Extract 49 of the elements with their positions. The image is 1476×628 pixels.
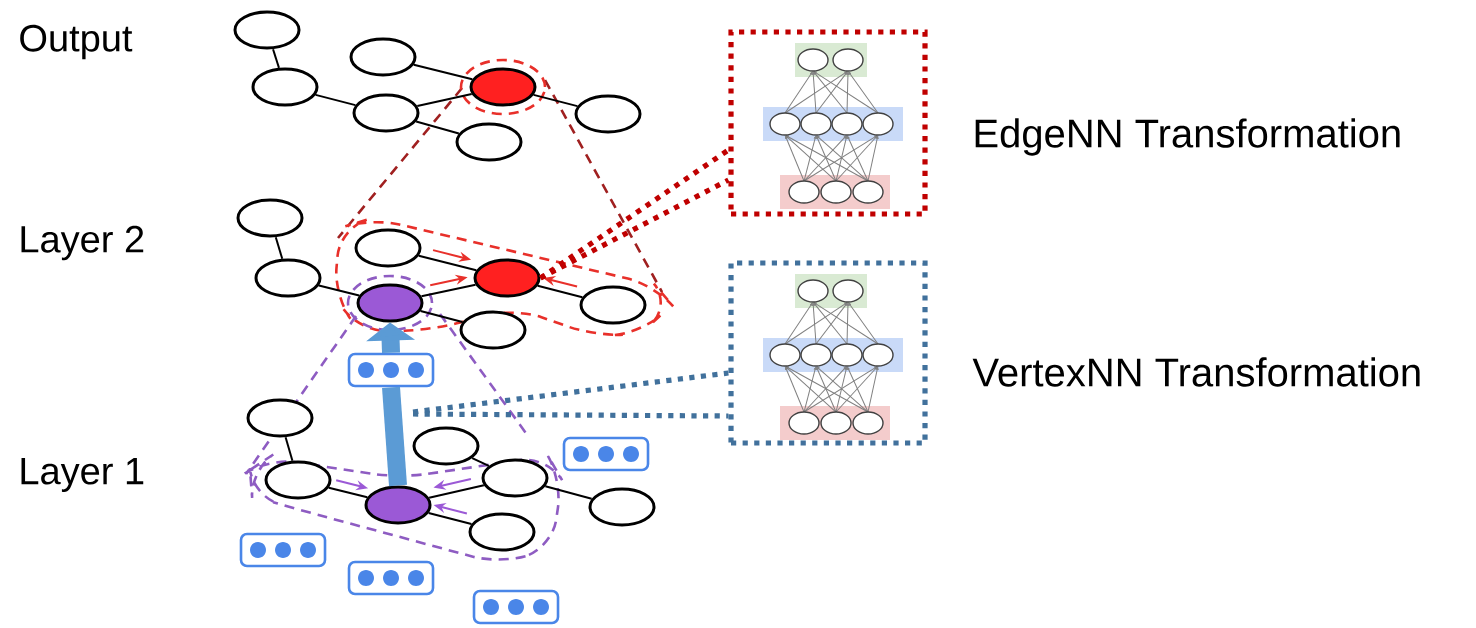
graph-node xyxy=(469,67,537,107)
graph-edge xyxy=(428,484,485,499)
graph-edge xyxy=(327,486,369,499)
graph-node xyxy=(354,228,422,268)
graph-edge xyxy=(272,48,280,69)
graph-node xyxy=(251,67,319,107)
graph-edge xyxy=(317,284,361,297)
graph-edge xyxy=(274,236,284,260)
graph-edge xyxy=(471,457,490,467)
graph-node xyxy=(246,398,314,438)
graph-node xyxy=(356,283,424,323)
leader-line xyxy=(539,177,730,281)
graph-node xyxy=(468,512,536,552)
graph-edge xyxy=(532,93,579,108)
graph-node xyxy=(349,37,417,77)
graph-edge xyxy=(417,254,478,272)
graph-node xyxy=(254,258,322,298)
graph-node xyxy=(236,198,304,238)
transformation-label: VertexNN Transformation xyxy=(972,357,1420,387)
graph-edge xyxy=(314,93,357,107)
graph-node xyxy=(455,122,523,162)
leader-line xyxy=(412,370,729,415)
graph-node xyxy=(588,487,656,527)
transformation-label: EdgeNN Transformation xyxy=(975,118,1400,156)
graph-node xyxy=(459,310,527,350)
graph-edge xyxy=(416,92,473,108)
graph-node xyxy=(473,258,541,298)
graph-node xyxy=(352,93,420,133)
graph-edge xyxy=(419,310,464,323)
graph-node xyxy=(364,485,432,525)
graph-node xyxy=(412,426,480,466)
graph-edge xyxy=(284,436,294,462)
layer-label: Layer 2 xyxy=(21,225,144,261)
graph-edge xyxy=(536,284,584,299)
graph-node xyxy=(233,10,301,50)
graph-edge xyxy=(427,511,473,526)
leader-line xyxy=(413,411,729,419)
graph-edge xyxy=(420,283,477,298)
graph-node xyxy=(481,458,549,498)
layer-label: Output xyxy=(20,24,133,60)
graph-node xyxy=(579,285,647,325)
layer-label: Layer 1 xyxy=(21,458,144,492)
transformation-box xyxy=(728,29,928,217)
graph-edge xyxy=(412,63,474,81)
graph-node xyxy=(264,460,332,500)
transformation-box xyxy=(728,260,928,446)
graph-node xyxy=(574,94,642,134)
graph-edge xyxy=(415,120,460,135)
feature-vector-icon xyxy=(347,352,435,388)
